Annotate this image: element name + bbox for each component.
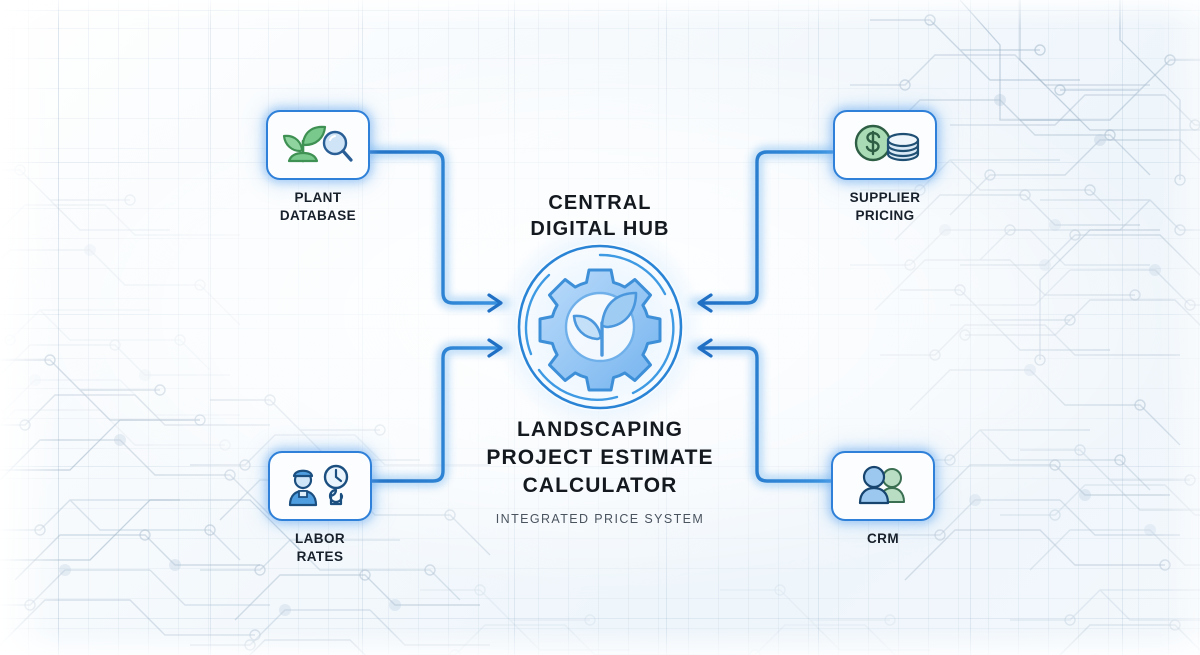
- page-subtitle: INTEGRATED PRICE SYSTEM: [495, 512, 705, 526]
- hub-icon-graphic: [516, 243, 684, 411]
- node-label-crm: CRM: [867, 531, 899, 546]
- two-people-icon: [858, 465, 905, 505]
- connector-crm: [698, 346, 834, 483]
- hub-outer-ring: [517, 244, 683, 410]
- connector-plant-database: [366, 150, 502, 305]
- hub-inner-ring: [524, 253, 675, 401]
- node-plant-database[interactable]: PLANT DATABASE: [266, 110, 370, 225]
- central-hub[interactable]: [491, 224, 709, 430]
- seedling-magnifier-icon: [282, 125, 353, 163]
- node-labor-rates[interactable]: LABOR RATES: [268, 451, 372, 566]
- node-supplier-pricing[interactable]: SUPPLIER PRICING: [833, 110, 937, 225]
- dollar-coins-icon: [854, 124, 920, 162]
- page-title: LANDSCAPING PROJECT ESTIMATE CALCULATOR: [486, 418, 714, 497]
- crm-box[interactable]: [831, 451, 935, 521]
- labor-rates-box[interactable]: [268, 451, 372, 521]
- supplier-pricing-box[interactable]: [833, 110, 937, 180]
- hub-title: CENTRAL DIGITAL HUB: [530, 192, 670, 240]
- plant-database-box[interactable]: [266, 110, 370, 180]
- node-label-plant-database: PLANT DATABASE: [279, 190, 357, 223]
- node-crm[interactable]: CRM: [831, 451, 935, 548]
- connector-labor-rates: [366, 346, 502, 483]
- worker-clock-wrench-icon: [288, 464, 349, 507]
- node-label-labor-rates: LABOR RATES: [295, 531, 345, 564]
- node-label-supplier-pricing: SUPPLIER PRICING: [849, 190, 921, 223]
- gear-leaf-icon: [538, 268, 662, 392]
- connector-supplier-pricing: [698, 150, 834, 305]
